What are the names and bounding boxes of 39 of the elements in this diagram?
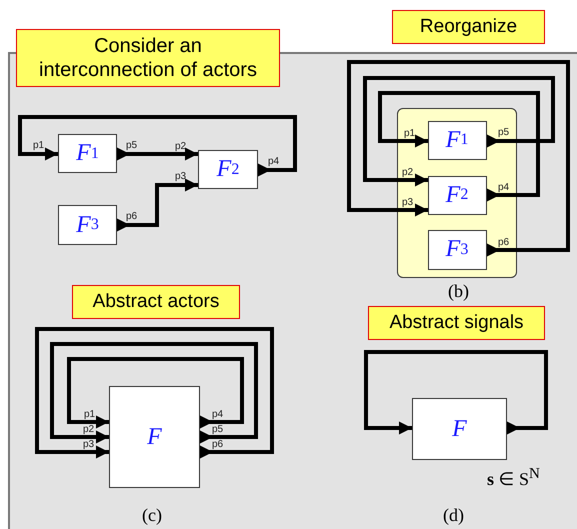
connector-arrow xyxy=(378,91,540,202)
callout-label: Reorganize xyxy=(392,10,545,44)
port-label: p3 xyxy=(402,198,414,208)
port-label: p2 xyxy=(402,168,414,178)
connector-arrow xyxy=(117,178,198,232)
port-label: p1 xyxy=(84,410,96,420)
panel-label: (c) xyxy=(142,505,162,526)
callout-label: Consider an interconnection of actors xyxy=(16,29,280,87)
port-label: p5 xyxy=(212,425,224,435)
actor-box: F xyxy=(109,386,200,488)
connector-arrow xyxy=(363,76,555,186)
port-label: p6 xyxy=(212,440,224,450)
port-label: p4 xyxy=(268,157,280,167)
port-label: p5 xyxy=(498,128,510,138)
formula: s ∈ S$^{N}$ xyxy=(487,466,540,490)
port-label: p2 xyxy=(175,142,186,152)
connector-arrow xyxy=(67,357,244,428)
port-label: p3 xyxy=(175,172,186,182)
callout-label: Abstract actors xyxy=(72,285,240,319)
port-label: p1 xyxy=(33,141,44,151)
port-label: p4 xyxy=(212,410,224,420)
port-label: p5 xyxy=(126,141,138,151)
port-label: p4 xyxy=(498,183,510,193)
port-label: p1 xyxy=(404,129,416,139)
connector-arrow xyxy=(50,342,258,444)
composite-actor-box xyxy=(397,108,517,278)
connector-arrow xyxy=(347,60,570,256)
connector-arrow xyxy=(364,350,548,434)
callout-label: Abstract signals xyxy=(368,306,545,340)
connector-arrow xyxy=(35,327,274,458)
port-label: p6 xyxy=(126,212,138,222)
port-label: p6 xyxy=(498,238,510,248)
connector-arrow xyxy=(18,115,297,176)
panel-label: (d) xyxy=(443,505,464,526)
panel-label: (b) xyxy=(448,281,469,302)
port-label: p3 xyxy=(83,440,94,450)
actor-box: F xyxy=(412,398,507,460)
port-label: p2 xyxy=(83,425,94,435)
connector-arrow xyxy=(117,148,198,160)
